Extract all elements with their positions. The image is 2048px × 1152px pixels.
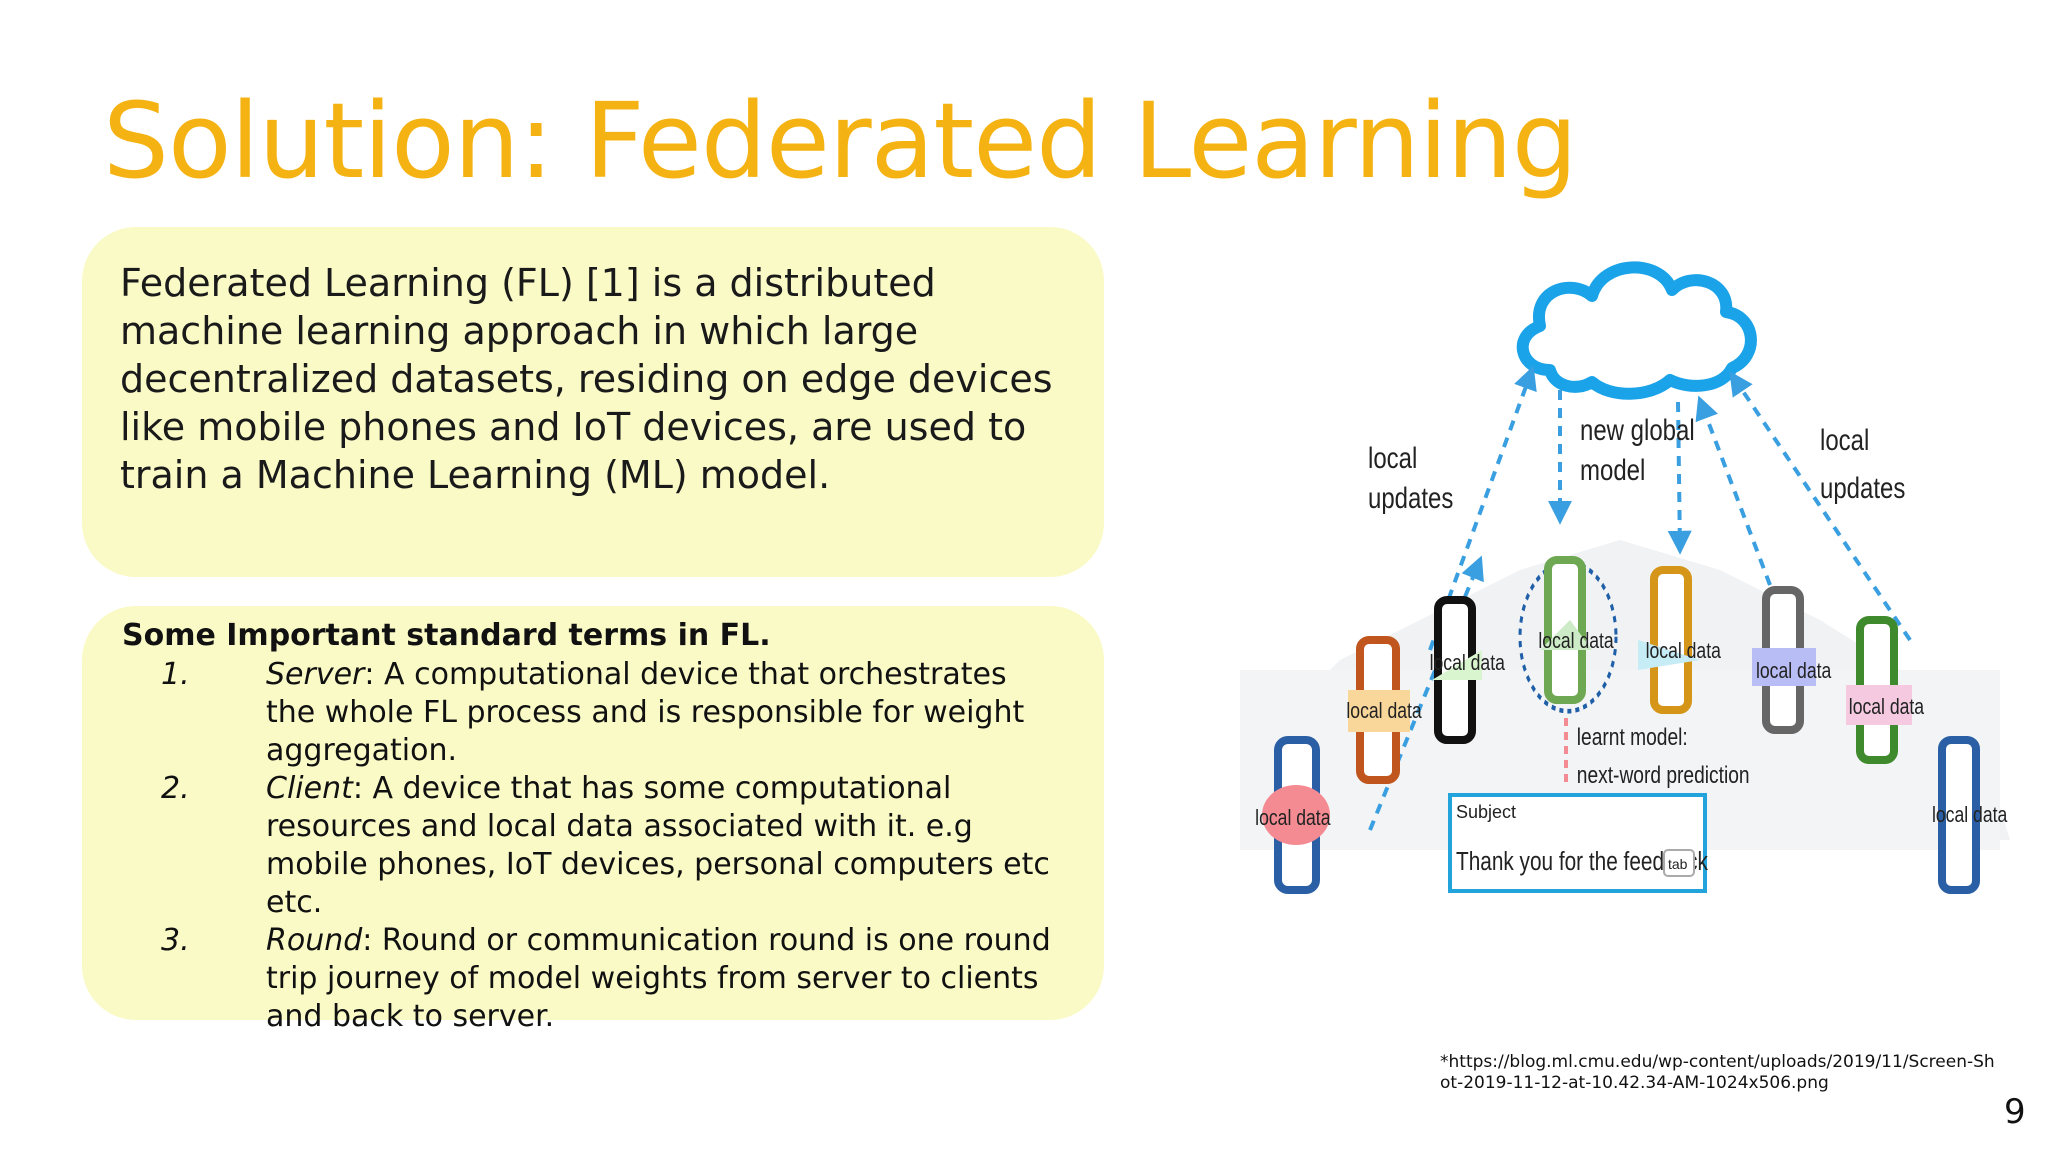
term-name: Client bbox=[266, 771, 353, 806]
label-local-updates-right-2: updates bbox=[1820, 470, 1905, 504]
term-body: Server: A computational device that orch… bbox=[266, 656, 1064, 770]
label-local-updates-left-2: updates bbox=[1368, 480, 1453, 514]
local-data-label: local data bbox=[1849, 695, 1925, 719]
phone-device-center-right: local data bbox=[1638, 566, 1722, 714]
term-item-round: 3. Round: Round or communication round i… bbox=[122, 922, 1064, 1036]
page-number: 9 bbox=[2004, 1092, 2026, 1132]
term-name: Server bbox=[266, 657, 365, 692]
label-new-global: new global bbox=[1580, 412, 1695, 446]
arrow-right-inner-up bbox=[1695, 395, 1772, 586]
term-name: Round bbox=[266, 923, 363, 958]
term-item-server: 1. Server: A computational device that o… bbox=[122, 656, 1064, 770]
intro-box: Federated Learning (FL) [1] is a distrib… bbox=[82, 227, 1104, 577]
federated-learning-diagram: local updates new global model local upd… bbox=[1240, 261, 2010, 894]
label-local-updates-right: local bbox=[1820, 422, 1869, 456]
local-data-label: local data bbox=[1346, 699, 1422, 723]
phone-device-far-left: local data bbox=[1255, 736, 1331, 894]
label-local-updates-left: local bbox=[1368, 440, 1417, 474]
local-data-label: local data bbox=[1430, 651, 1506, 675]
term-description: : A device that has some computational r… bbox=[266, 771, 1050, 920]
email-compose-box: Subject Thank you for the feedback tab bbox=[1448, 793, 1708, 893]
local-data-label: local data bbox=[1538, 629, 1614, 653]
term-body: Client: A device that has some computati… bbox=[266, 770, 1064, 922]
phone-device-center: local data bbox=[1538, 556, 1615, 704]
tab-key-badge bbox=[1663, 849, 1695, 877]
term-description: : A computational device that orchestrat… bbox=[266, 657, 1025, 768]
slide-title: Solution: Federated Learning bbox=[103, 80, 1578, 202]
term-item-client: 2. Client: A device that has some comput… bbox=[122, 770, 1064, 922]
local-data-label: local data bbox=[1756, 659, 1832, 683]
local-data-label: local data bbox=[1646, 639, 1722, 663]
arrow-left-inner-up bbox=[1428, 365, 1537, 651]
phone-device-left: local data bbox=[1346, 636, 1423, 784]
phone-device-right-mid: local data bbox=[1752, 586, 1832, 734]
label-new-global-2: model bbox=[1580, 452, 1645, 486]
term-description: : Round or communication round is one ro… bbox=[266, 923, 1051, 1034]
terms-list: 1. Server: A computational device that o… bbox=[122, 656, 1064, 1036]
arrow-center-right-down bbox=[1667, 401, 1692, 555]
term-number: 1. bbox=[161, 657, 190, 692]
terms-box: Some Important standard terms in FL. 1. … bbox=[82, 606, 1104, 1034]
label-learnt-model: learnt model: bbox=[1577, 723, 1688, 751]
label-next-word: next-word prediction bbox=[1577, 761, 1750, 789]
term-body: Round: Round or communication round is o… bbox=[266, 922, 1064, 1036]
phone-device-far-right: local data bbox=[1932, 736, 2008, 894]
phone-device-left-mid: local data bbox=[1430, 596, 1506, 744]
email-subject-label: Subject bbox=[1456, 802, 1516, 822]
tab-key-label: tab bbox=[1668, 856, 1688, 872]
intro-text: Federated Learning (FL) [1] is a distrib… bbox=[120, 261, 1053, 497]
term-number: 3. bbox=[161, 923, 190, 958]
image-citation: *https://blog.ml.cmu.edu/wp-content/uplo… bbox=[1440, 1052, 1995, 1093]
local-data-label: local data bbox=[1255, 806, 1331, 830]
cloud-icon bbox=[1516, 261, 1757, 400]
term-number: 2. bbox=[161, 771, 190, 806]
terms-heading: Some Important standard terms in FL. bbox=[122, 618, 771, 653]
phone-device-right: local data bbox=[1846, 616, 1925, 764]
local-data-label: local data bbox=[1932, 803, 2008, 827]
